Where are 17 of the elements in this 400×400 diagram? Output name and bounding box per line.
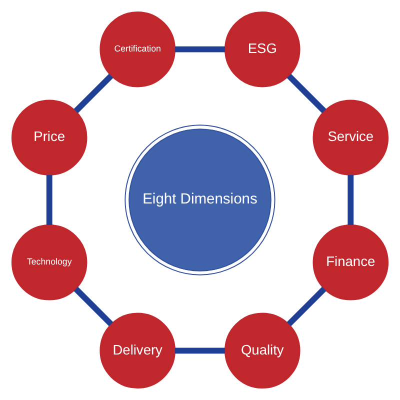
connector (175, 46, 225, 52)
connector (286, 286, 326, 326)
connector (46, 175, 52, 225)
connector (348, 175, 354, 225)
node-circle: Price (11, 100, 88, 176)
node-circle: Finance (312, 224, 389, 300)
node-circle: Certification (100, 11, 176, 88)
node-circle: Technology (11, 224, 88, 300)
node-circle: ESG (224, 11, 300, 88)
connector (74, 74, 114, 114)
node-circle: Service (312, 100, 389, 176)
connector (175, 348, 225, 354)
connector (74, 286, 114, 326)
node-circle: Eight Dimensions (124, 124, 276, 276)
connector (286, 74, 326, 114)
node-circle: Quality (224, 312, 300, 389)
node-circle: Delivery (100, 312, 176, 389)
